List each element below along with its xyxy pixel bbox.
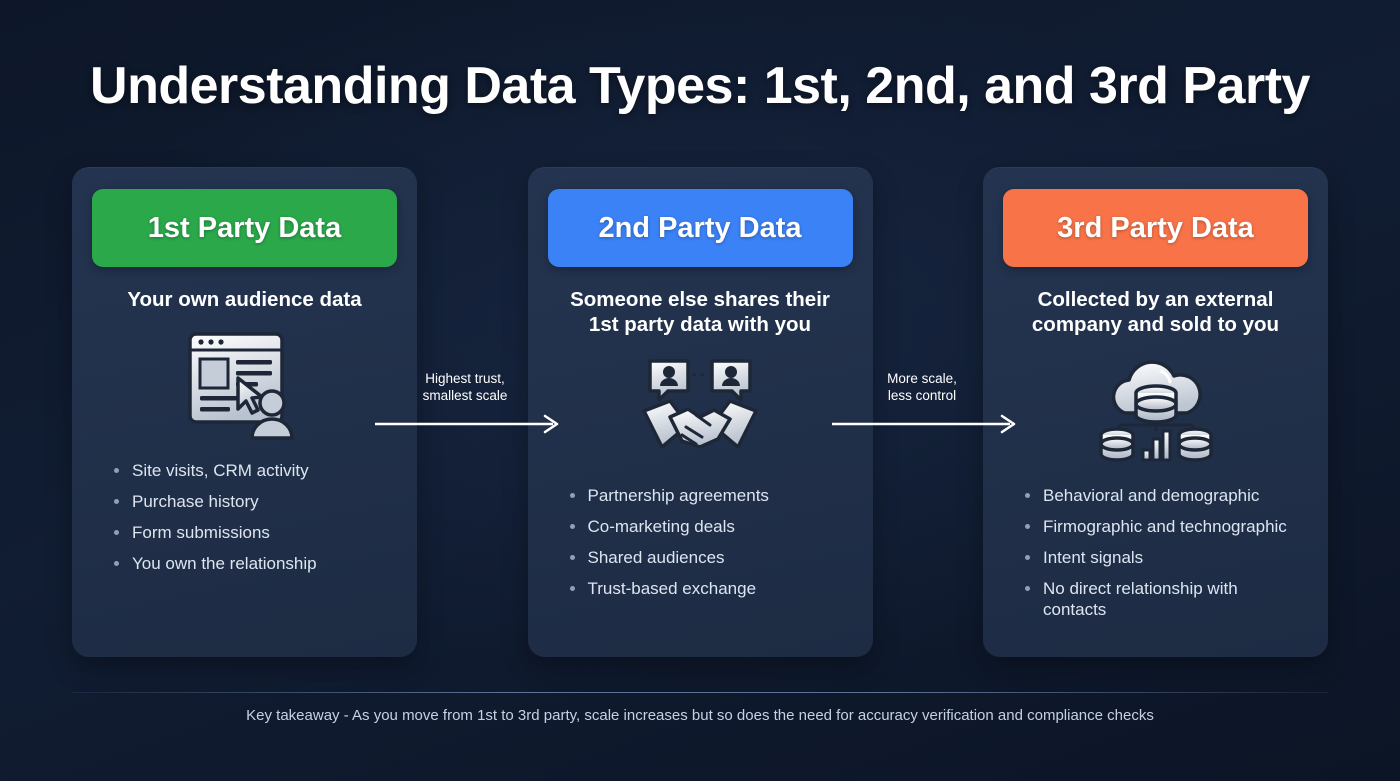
card-header-second-party: 2nd Party Data — [547, 189, 853, 267]
bullet-list-second-party: Partnership agreements Co-marketing deal… — [566, 485, 871, 609]
list-item: Firmographic and technographic — [1021, 516, 1293, 537]
list-item: Trust-based exchange — [566, 578, 838, 599]
connector-1-label: Highest trust, smallest scale — [422, 371, 508, 403]
list-item: Intent signals — [1021, 547, 1293, 568]
card-third-party: 3rd Party Data Collected by an external … — [983, 167, 1328, 657]
card-subtitle-second-party: Someone else shares their 1st party data… — [570, 288, 830, 336]
card-second-party: 2nd Party Data Someone else shares their… — [527, 167, 873, 657]
card-header-third-party: 3rd Party Data — [1003, 189, 1308, 267]
list-item: Form submissions — [110, 522, 382, 543]
card-first-party: 1st Party Data Your own audience data — [72, 167, 417, 657]
list-item: You own the relationship — [110, 553, 382, 574]
card-header-first-party: 1st Party Data — [92, 189, 397, 267]
key-takeaway-text: Key takeaway - As you move from 1st to 3… — [246, 707, 1154, 724]
bullet-list-third-party: Behavioral and demographic Firmographic … — [1021, 485, 1326, 630]
list-item: Behavioral and demographic — [1021, 485, 1293, 506]
connector-2: More scale, less control — [832, 370, 1016, 440]
cloud-database-analytics-icon — [1095, 351, 1217, 471]
list-item: Partnership agreements — [566, 485, 838, 506]
list-item: Shared audiences — [566, 547, 838, 568]
data-types-cards-row: 1st Party Data Your own audience data — [72, 167, 1328, 657]
list-item: Purchase history — [110, 491, 382, 512]
list-item: Co-marketing deals — [566, 516, 838, 537]
footer-divider — [72, 692, 1328, 693]
page-title: Understanding Data Types: 1st, 2nd, and … — [90, 57, 1310, 115]
connector-2-label: More scale, less control — [887, 371, 957, 403]
card-subtitle-first-party: Your own audience data — [127, 288, 362, 311]
browser-window-cursor-user-icon — [186, 326, 304, 446]
arrow-right-icon — [375, 414, 559, 434]
handshake-partners-icon — [640, 351, 760, 471]
arrow-right-icon — [832, 414, 1016, 434]
connector-1: Highest trust, smallest scale — [375, 370, 559, 440]
list-item: No direct relationship with contacts — [1021, 578, 1293, 620]
list-item: Site visits, CRM activity — [110, 460, 382, 481]
bullet-list-first-party: Site visits, CRM activity Purchase histo… — [110, 460, 415, 584]
card-subtitle-third-party: Collected by an external company and sol… — [1031, 288, 1280, 336]
